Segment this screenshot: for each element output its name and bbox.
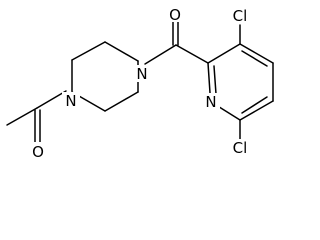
label-mask (228, 7, 254, 24)
pyridine-bond-c3-c4 (239, 43, 274, 64)
amide-n-c-bond (144, 44, 177, 65)
acetyl-methyl-bond (6, 107, 38, 126)
pyridine-inner-double-2 (241, 50, 268, 67)
label-mask (133, 65, 151, 82)
piperazine-bond-5 (104, 91, 139, 112)
label-mask (29, 142, 47, 159)
label-mask (62, 92, 80, 109)
amide-c-pyridine-bond (175, 44, 209, 64)
label-mask (202, 93, 220, 110)
piperazine-bond-3 (104, 41, 139, 62)
pyridine-inner-double-1 (213, 65, 217, 95)
pyridine-bond-n-c2 (207, 62, 211, 94)
piperazine-bond-2 (71, 41, 106, 61)
piperazine-nitrogen-right-label: N (136, 65, 147, 83)
pyridine-bond-c5-c6 (239, 100, 274, 121)
label-mask (166, 5, 184, 22)
chemical-structure-diagram: O N N N O Cl Cl (6, 5, 274, 161)
atom-labels: O N N N O Cl Cl (29, 5, 254, 161)
acetyl-oxygen-label: O (32, 143, 44, 161)
pyridine-nitrogen-label: N (205, 93, 216, 111)
label-mask (228, 139, 254, 156)
pyridine-inner-double-3 (241, 96, 268, 114)
acetyl-c-n-bond (36, 90, 67, 109)
piperazine-nitrogen-left-label: N (65, 92, 76, 110)
chlorine-bottom-label: Cl (233, 139, 248, 157)
bond-lines (6, 17, 274, 143)
pyridine-bond-c2-c3 (207, 43, 241, 64)
chlorine-top-label: Cl (233, 7, 248, 25)
carbonyl-oxygen-label: O (169, 6, 181, 24)
